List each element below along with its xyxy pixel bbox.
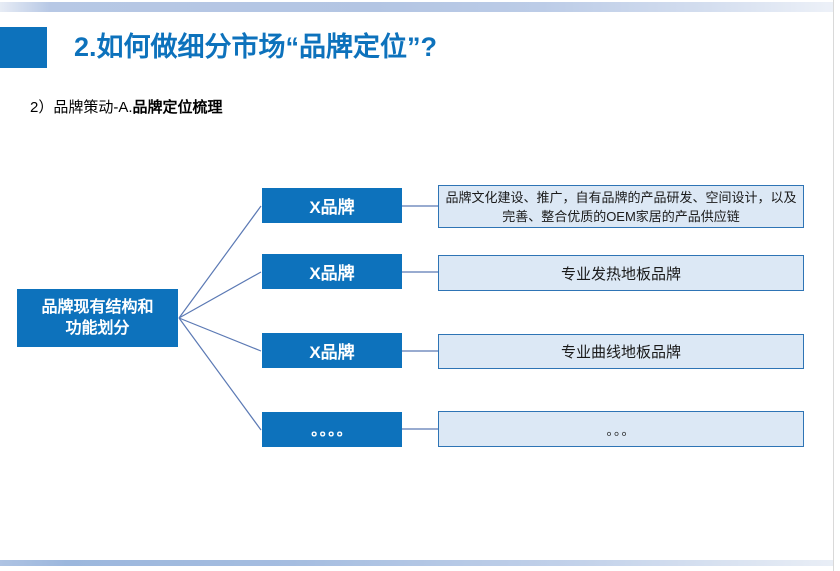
- title-accent-square: [0, 27, 47, 68]
- brand-node-1: X品牌: [262, 188, 402, 223]
- brand-desc-4-ellipsis: 。。。: [438, 411, 804, 447]
- fan-line-2: [178, 271, 262, 319]
- subtitle-bold: 品牌定位梳理: [132, 99, 223, 116]
- fan-line-4: [178, 317, 262, 431]
- brand-desc-2: 专业发热地板品牌: [438, 255, 804, 291]
- bottom-accent-bar: [0, 560, 833, 566]
- brand-node-2: X品牌: [262, 254, 402, 289]
- root-label-line2: 功能划分: [65, 320, 130, 337]
- fan-line-3: [178, 317, 262, 352]
- top-accent-bar: [0, 2, 833, 12]
- root-node-brand-structure: 品牌现有结构和 功能划分: [17, 289, 178, 347]
- brand-desc-3: 专业曲线地板品牌: [438, 334, 804, 369]
- root-label-line1: 品牌现有结构和: [41, 299, 154, 316]
- fan-line-1: [178, 205, 262, 319]
- brand-node-3: X品牌: [262, 333, 402, 368]
- subtitle: 2）品牌策动-A.品牌定位梳理: [30, 96, 223, 117]
- brand-node-4-ellipsis: 。。。。: [262, 412, 402, 447]
- brand-desc-1: 品牌文化建设、推广，自有品牌的产品研发、空间设计，以及完善、整合优质的OEM家居…: [438, 185, 804, 228]
- subtitle-prefix: 2）品牌策动-A.: [30, 99, 133, 116]
- page-title: 2.如何做细分市场“品牌定位”?: [74, 32, 438, 62]
